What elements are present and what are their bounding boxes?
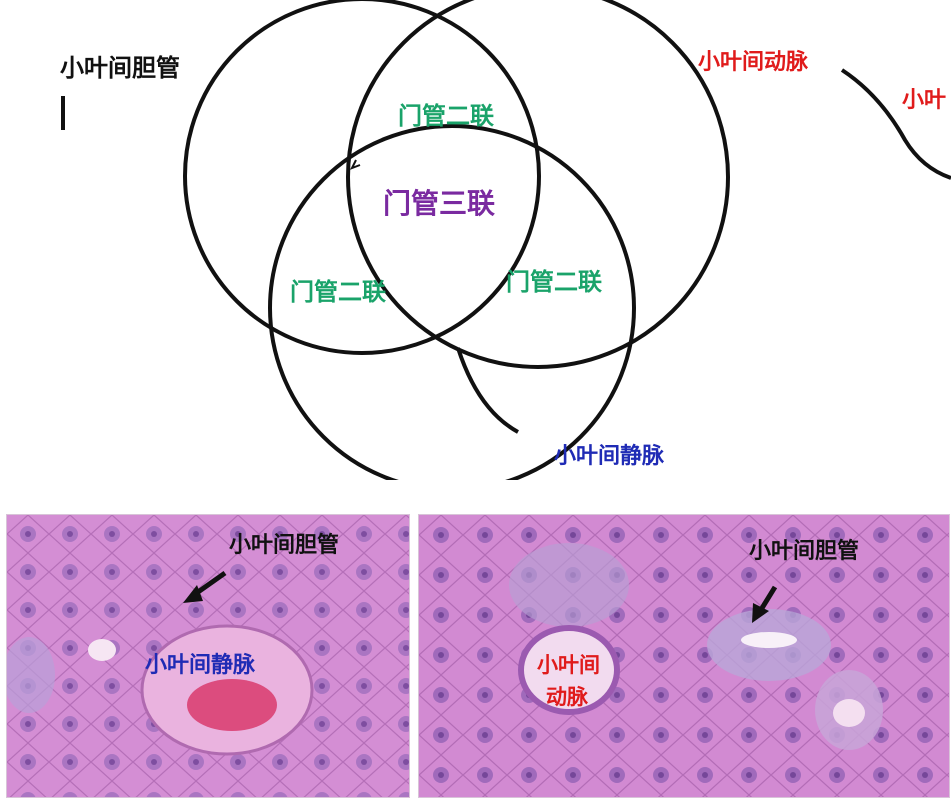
right-duct-label: 小叶间胆管 [749, 539, 860, 564]
label-dual-right: 门管二联 [506, 268, 602, 296]
circle-bile-duct [183, 0, 541, 355]
micrograph-right: 小叶间胆管 小叶间 动脉 [418, 514, 950, 798]
left-vein-label: 小叶间静脉 [145, 653, 256, 678]
left-duct-label: 小叶间胆管 [229, 533, 340, 558]
micrograph-left-image [7, 515, 409, 797]
label-dual-left: 门管二联 [290, 278, 386, 306]
label-triad-center: 门管三联 [383, 187, 496, 220]
micrograph-left: 小叶间胆管 小叶间静脉 [6, 514, 410, 798]
label-dual-top: 门管二联 [398, 102, 494, 130]
label-artery: 小叶间动脉 [698, 50, 809, 75]
venn-diagram [61, 0, 951, 480]
right-artery-label-line2: 动脉 [546, 685, 588, 709]
micrograph-right-image [419, 515, 949, 797]
label-artery-cut: 小叶 [902, 88, 947, 113]
artery-pointer-line [840, 68, 951, 180]
junction-notch [349, 159, 361, 170]
right-artery-label-line1: 小叶间 [537, 653, 600, 677]
vein-pointer-line [456, 347, 519, 434]
circle-artery [346, 0, 730, 369]
label-vein: 小叶间静脉 [554, 444, 665, 469]
label-bile-duct: 小叶间胆管 [60, 54, 180, 82]
circle-vein [268, 124, 636, 480]
